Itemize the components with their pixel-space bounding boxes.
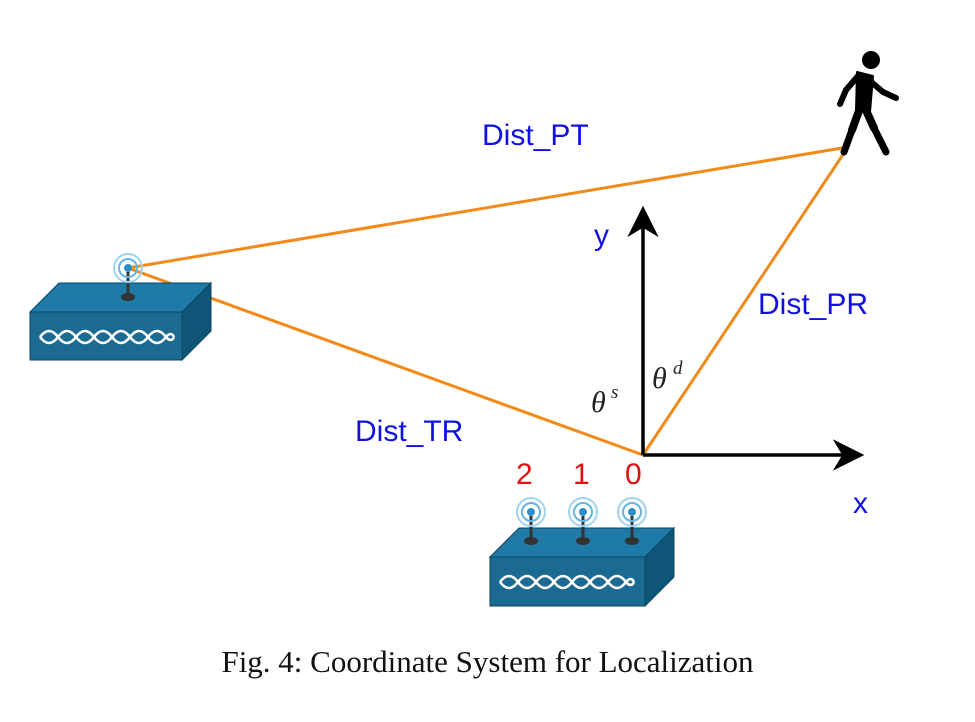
dist-pt-label: Dist_PT: [482, 119, 589, 152]
dist-tr-label: Dist_TR: [355, 415, 463, 448]
theta-d-label: θ d: [652, 358, 683, 395]
receiver-front-face: [489, 556, 646, 607]
theta-d-symbol: θ: [652, 362, 667, 395]
distance-lines: [127, 145, 850, 457]
coordinate-axes: [627, 205, 865, 471]
receiver-antenna-1-icon: [568, 497, 598, 545]
receiver-antenna-2-icon: [516, 497, 546, 545]
figure-caption: Fig. 4: Coordinate System for Localizati…: [221, 644, 754, 679]
dist-pt-line: [127, 145, 849, 270]
theta-s-symbol: θ: [591, 386, 606, 419]
transmitter-wave-icon: [38, 329, 176, 345]
y-axis-label: y: [594, 219, 609, 252]
transmitter-antenna-icon: [113, 253, 143, 301]
antenna-index-0: 0: [625, 458, 642, 491]
theta-s-label: θ s: [591, 382, 618, 419]
transmitter-top-face: [28, 282, 213, 313]
theta-d-superscript: d: [673, 358, 683, 379]
x-axis-label: x: [853, 487, 868, 520]
dist-tr-line: [127, 266, 644, 457]
antenna-index-1: 1: [573, 458, 590, 491]
transmitter-front-face: [29, 311, 183, 361]
theta-s-superscript: s: [611, 382, 618, 403]
receiver-device: [488, 497, 676, 608]
dist-pr-line: [641, 146, 850, 456]
dist-pr-label: Dist_PR: [758, 288, 868, 321]
receiver-wave-icon: [498, 574, 636, 590]
walking-person-icon: [837, 51, 899, 156]
transmitter-device: [28, 253, 213, 362]
antenna-index-2: 2: [516, 458, 533, 491]
receiver-antenna-0-icon: [617, 497, 647, 545]
